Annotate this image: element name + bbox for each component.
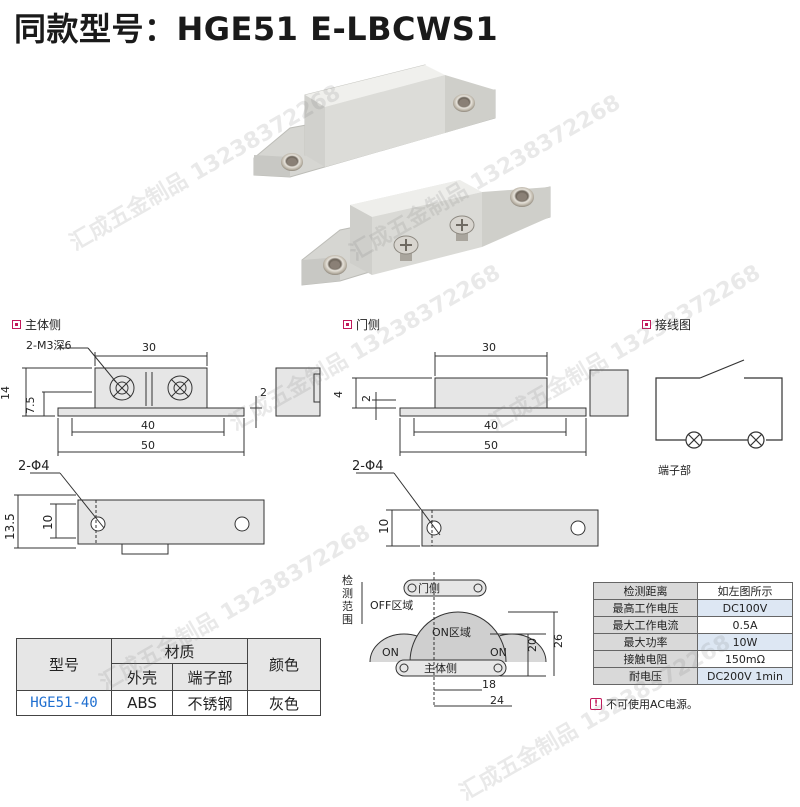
section-door-side: 门侧: [343, 316, 380, 333]
dim-label: 2-Φ4: [18, 459, 49, 474]
dim-label: 50: [484, 439, 498, 452]
section-marker-icon: [343, 320, 352, 329]
dim-label: 13.5: [3, 513, 17, 540]
table-row: 外壳 端子部: [17, 663, 321, 691]
detection-body-label: 主体侧: [424, 661, 457, 675]
dim-label: 10: [377, 519, 391, 534]
detection-range-char: 检: [342, 573, 353, 587]
cell-color: 灰色: [247, 690, 321, 716]
header-color: 颜色: [247, 638, 321, 691]
dim-label: 30: [482, 341, 496, 354]
wiring-diagram: [655, 359, 783, 449]
table-row: HGE51-40 ABS 不锈钢 灰色: [16, 690, 321, 716]
detection-range-char: 范: [342, 599, 353, 613]
dim-label: 7.5: [24, 397, 37, 415]
table-row: 型号 材质 颜色: [16, 638, 321, 691]
dim-label: 2-Φ4: [352, 459, 383, 474]
dim-label: 4: [332, 391, 345, 398]
detection-range-char: 围: [342, 613, 353, 626]
dim-hole-label: 2-M3深6: [26, 339, 71, 352]
main-body-part: [253, 64, 496, 178]
ac-warning-note: ! 不可使用AC电源。: [590, 696, 698, 712]
header-model: 型号: [16, 638, 112, 691]
on-label: ON: [490, 646, 507, 659]
detection-door-label: 门侧: [418, 581, 440, 595]
lamp-icon: [685, 431, 703, 449]
door-side-part: [301, 180, 551, 286]
section-marker-icon: [642, 320, 651, 329]
section-body-side: 主体侧: [12, 316, 61, 333]
on-label: ON: [382, 646, 399, 659]
lamp-icon: [747, 431, 765, 449]
material-table: 型号 材质 颜色 外壳 端子部 HGE51-40 ABS 不锈钢 灰色: [16, 638, 321, 716]
dim-label: 26: [552, 634, 565, 648]
header-terminal: 端子部: [172, 663, 248, 691]
wiring-terminal-label: 端子部: [658, 464, 691, 477]
off-zone-label: OFF区域: [370, 599, 413, 612]
dim-label: 14: [0, 386, 12, 400]
detection-range-diagram: 检 测 范 围 门侧 OFF区域 ON区域 ON ON 主体侧 20 26 18…: [342, 572, 565, 707]
dim-label: 24: [490, 694, 504, 707]
door-side-drawing: 30 40 50 4 2 2-Φ4 10: [332, 341, 629, 547]
product-photo: [253, 64, 551, 286]
cell-model: HGE51-40: [16, 690, 112, 716]
cell-terminal: 不锈钢: [172, 690, 248, 716]
dim-label: 20: [526, 638, 539, 652]
dim-label: 40: [141, 419, 155, 432]
section-marker-icon: [12, 320, 21, 329]
detection-range-char: 测: [342, 587, 353, 600]
on-zone-label: ON区域: [432, 626, 471, 639]
dim-label: 18: [482, 678, 496, 691]
dim-label: 2: [260, 386, 267, 399]
dim-label: 30: [142, 341, 156, 354]
page-title: 同款型号：HGE51 E-LBCWS1: [14, 10, 499, 48]
dim-label: 10: [41, 515, 55, 530]
section-wiring: 接线图: [642, 316, 691, 333]
header-material: 材质: [111, 638, 248, 664]
cell-shell: ABS: [111, 690, 173, 716]
table-row: 检测距离如左图所示: [593, 582, 793, 600]
header-shell: 外壳: [111, 663, 173, 691]
body-side-drawing: 2-M3深6 30 40 50 14 7.5 2 2-Φ4 13.5 10: [0, 339, 321, 555]
dim-label: 50: [141, 439, 155, 452]
warning-icon: !: [590, 698, 602, 710]
dim-label: 40: [484, 419, 498, 432]
dim-label: 2: [360, 395, 373, 402]
